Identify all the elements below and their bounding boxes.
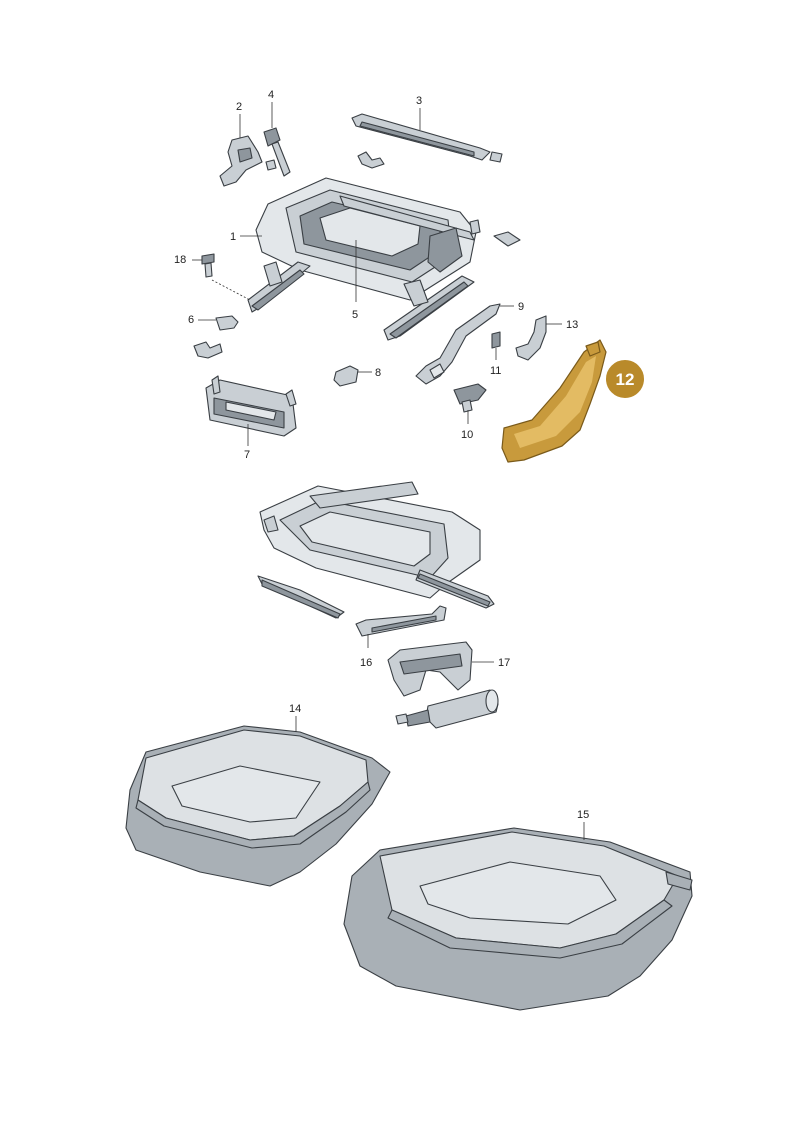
part-11-piece [491,331,501,349]
part-8-clip [333,365,359,387]
callout-13: 13 [566,319,578,331]
part-9-cable [415,303,501,385]
callout-15: 15 [577,809,589,821]
seat-frame-lower [257,481,495,619]
part-10-knob [453,383,487,413]
callout-2: 2 [236,101,242,113]
part-1-seat-frame [247,177,521,341]
cylinder-part [395,689,499,729]
part-16-cross-bracket [355,605,447,637]
part-15-cushion-base [343,827,693,1011]
callout-9: 9 [518,301,524,313]
highlight-badge: 12 [604,358,646,400]
part-4-lever [263,127,291,177]
callout-11: 11 [490,365,501,377]
part-17-mount [387,641,473,697]
part-18-bolt [201,253,215,278]
part-7-bracket-assembly [205,375,297,437]
part-14-cushion-pad [125,725,391,887]
callout-7: 7 [244,449,250,461]
part-13-bracket [515,315,547,361]
callout-16: 16 [360,657,372,669]
part-3-rail [351,113,503,169]
callout-4: 4 [268,89,274,101]
callout-5: 5 [352,309,358,321]
callout-18: 18 [174,254,186,266]
callout-3: 3 [416,95,422,107]
part-clip-lower [193,341,223,359]
highlight-badge-label: 12 [616,370,635,389]
callout-10: 10 [461,429,473,441]
callout-8: 8 [375,367,381,379]
callout-14: 14 [289,703,301,715]
callout-17: 17 [498,657,510,669]
callout-1: 1 [230,231,236,243]
part-6-clip [215,315,239,331]
part-12-side-trim [501,339,607,463]
callout-6: 6 [188,314,194,326]
part-2-bracket [219,135,263,187]
